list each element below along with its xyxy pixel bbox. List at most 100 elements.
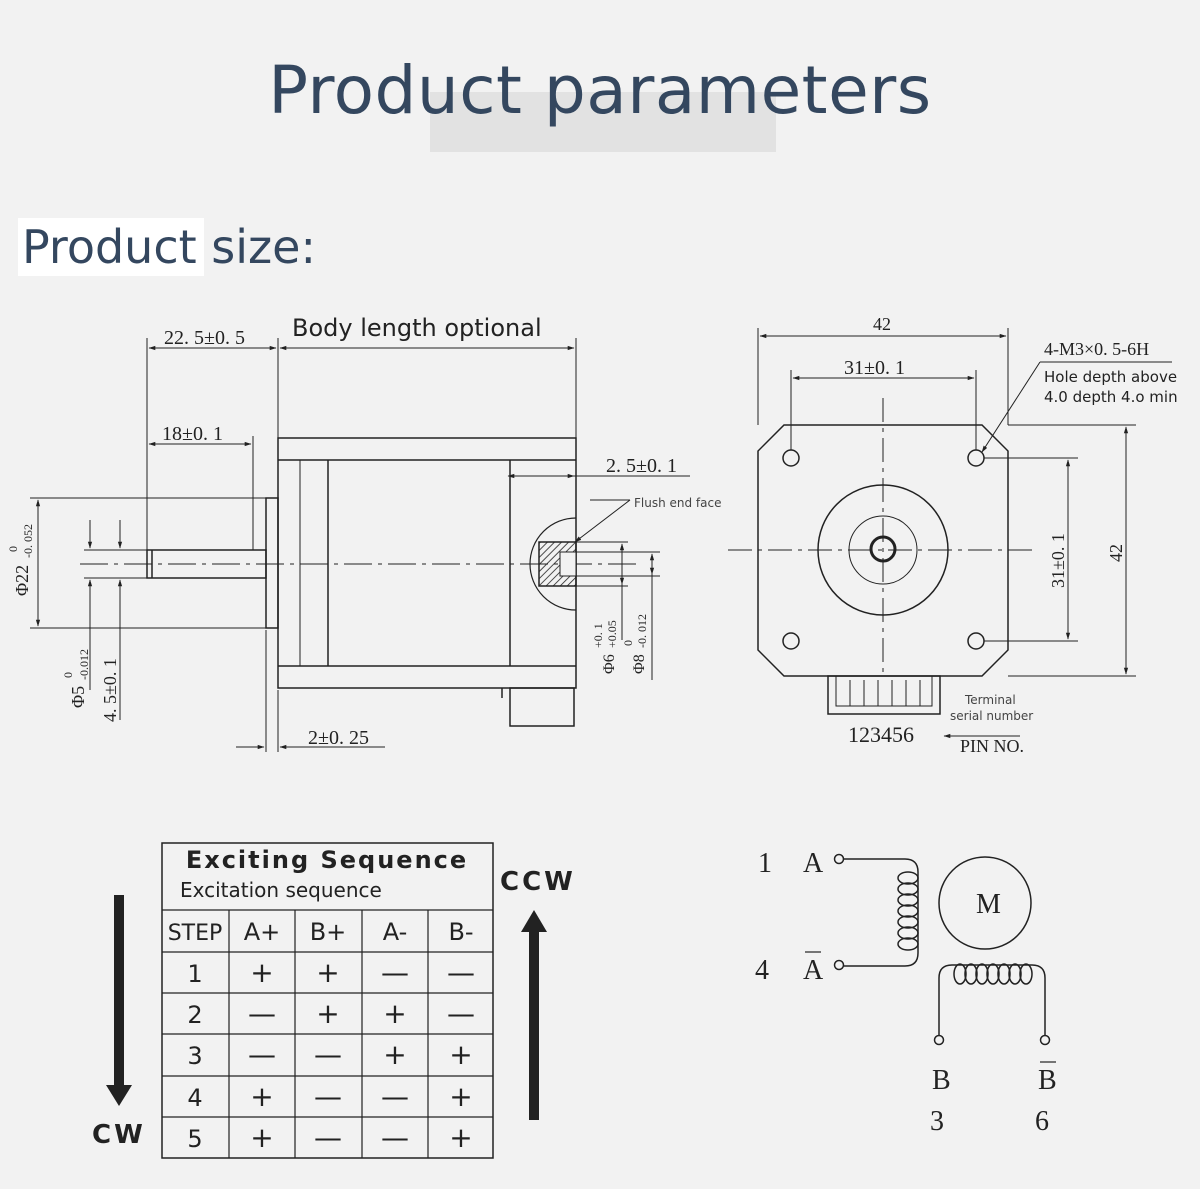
table-value-cell: + xyxy=(383,1038,406,1071)
dim-rear-hole-tol-upper: +0. 1 xyxy=(591,623,605,648)
coil-b-loop xyxy=(964,963,978,985)
coil-b-loop xyxy=(997,963,1011,985)
coil-b xyxy=(953,963,1033,985)
dim-shaft-length: 22. 5±0. 5 xyxy=(164,327,245,349)
dim-height: 42 xyxy=(1106,544,1126,562)
section-label: Product size: xyxy=(18,218,320,276)
table-value-cell: — xyxy=(314,1121,342,1154)
table-value-cell: + xyxy=(449,1038,472,1071)
coil-b-loop xyxy=(953,963,967,985)
table-value-cell: — xyxy=(447,997,475,1030)
pin-a-number: 1 xyxy=(758,848,772,879)
dim-hole-pitch-v: 31±0. 1 xyxy=(1048,533,1068,588)
pin-bbar-number: 6 xyxy=(1035,1106,1049,1137)
dim-shaft-tol-upper: 0 xyxy=(61,672,75,678)
coil-a xyxy=(897,871,919,951)
table-header-cell: B- xyxy=(448,918,473,946)
motor-label: M xyxy=(976,889,1001,920)
table-step-cell: 1 xyxy=(187,960,202,988)
dim-boss-tol-upper: 0 xyxy=(6,546,20,552)
dim-hole-pitch-h: 31±0. 1 xyxy=(844,357,905,379)
motor-symbol xyxy=(938,856,1032,950)
side-view-labels: Body length optional 22. 5±0. 5 18±0. 1 … xyxy=(6,314,722,749)
coil-a-loop xyxy=(897,937,919,951)
cw-arrow-shaft xyxy=(114,895,124,1085)
rotation-arrows: CCW CW xyxy=(92,867,576,1150)
table-value-cell: — xyxy=(314,1038,342,1071)
dim-shaft-tol-lower: -0.012 xyxy=(77,649,91,680)
table-step-cell: 2 xyxy=(187,1001,202,1029)
table-value-cell: — xyxy=(381,1080,409,1113)
dim-rear-shaft-tol-upper: 0 xyxy=(621,640,635,646)
table-step-cell: 3 xyxy=(187,1042,202,1070)
terminal-note-line2: serial number xyxy=(950,709,1033,723)
table-value-cell: — xyxy=(381,1121,409,1154)
wiring-diagram xyxy=(805,853,1056,1063)
table-value-cell: — xyxy=(248,997,276,1030)
dim-shaft-diameter-group: Φ5 0 -0.012 xyxy=(61,649,91,708)
dim-flange: 2±0. 25 xyxy=(308,727,369,749)
cw-label: CW xyxy=(92,1120,146,1150)
table-value-cell: — xyxy=(314,1080,342,1113)
ccw-label: CCW xyxy=(500,867,576,897)
table-value-cell: + xyxy=(449,1080,472,1113)
table-value-cell: + xyxy=(250,956,273,989)
front-plate-outline xyxy=(757,424,1009,677)
table-value-cell: + xyxy=(449,1121,472,1154)
thread-spec: 4-M3×0. 5-6H xyxy=(1044,339,1149,359)
table-header-cell: B+ xyxy=(310,918,347,946)
ccw-arrow-shaft xyxy=(529,932,539,1120)
table-step-cell: 5 xyxy=(187,1125,202,1153)
coil-a-loop xyxy=(897,915,919,929)
side-view-drawing xyxy=(80,437,640,727)
coil-a-loop xyxy=(897,893,919,907)
dim-rear-shaft-group: Φ8 0 -0. 012 xyxy=(621,614,649,674)
table-header-cell: A+ xyxy=(244,918,281,946)
pin-abar-number: 4 xyxy=(755,955,769,986)
terminal-note-line1: Terminal xyxy=(964,693,1016,707)
dim-rear-hole: Φ6 xyxy=(601,654,618,674)
table-value-cell: + xyxy=(316,997,339,1030)
coil-a-loop xyxy=(897,904,919,918)
cw-arrow-head xyxy=(106,1085,132,1106)
table-header-cell: A- xyxy=(383,918,408,946)
sequence-subtitle: Excitation sequence xyxy=(180,878,382,902)
dim-flat-depth-group: 4. 5±0. 1 xyxy=(100,658,120,722)
table-step-cell: 4 xyxy=(187,1084,202,1112)
dim-rear-shaft: Φ8 xyxy=(631,654,648,674)
coil-b-loop xyxy=(1019,963,1033,985)
dim-boss-tol-lower: -0. 052 xyxy=(21,524,35,558)
sequence-title: Exciting Sequence xyxy=(186,846,468,874)
table-header-cell: STEP xyxy=(168,921,223,946)
coil-a-loop xyxy=(897,871,919,885)
ccw-arrow-head xyxy=(521,910,547,932)
dim-flat-depth: 4. 5±0. 1 xyxy=(100,658,120,722)
dim-rear-shaft-tol-lower: -0. 012 xyxy=(635,614,649,648)
pin-b-number: 3 xyxy=(930,1106,944,1137)
dim-rear-hole-group: Φ6 +0. 1 +0.05 xyxy=(591,620,619,674)
dim-boss-diameter: Φ22 xyxy=(12,565,32,596)
dim-rear-hole-tol-lower: +0.05 xyxy=(605,620,619,648)
sequence-table: Exciting Sequence Excitation sequence ST… xyxy=(161,842,494,1159)
pin-label: PIN NO. xyxy=(960,736,1024,756)
coil-a-loop xyxy=(897,926,919,940)
dim-boss-height: 2. 5±0. 1 xyxy=(606,455,677,477)
pin-numbers: 123456 xyxy=(848,722,914,747)
hole-note-line1: Hole depth above xyxy=(1044,368,1177,386)
coil-a-loop xyxy=(897,882,919,896)
table-value-cell: + xyxy=(383,997,406,1030)
table-value-cell: — xyxy=(381,956,409,989)
table-value-cell: — xyxy=(248,1038,276,1071)
page-title: Product parameters xyxy=(268,52,932,129)
dim-shaft-diameter: Φ5 xyxy=(68,686,88,708)
dim-width: 42 xyxy=(873,314,891,334)
table-value-cell: — xyxy=(447,956,475,989)
coil-b-loop xyxy=(986,963,1000,985)
table-value-cell: + xyxy=(250,1080,273,1113)
pin-b-label: B xyxy=(932,1065,951,1096)
pin-bbar-label: B xyxy=(1038,1065,1057,1096)
hole-note-line2: 4.0 depth 4.o min xyxy=(1044,388,1178,406)
